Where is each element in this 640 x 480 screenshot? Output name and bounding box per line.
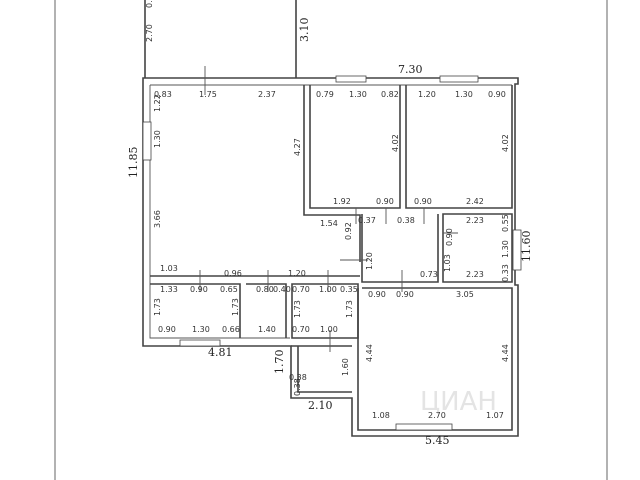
dim-left: 11.85 (127, 147, 140, 179)
dim-stair-h: 2.10 (308, 399, 333, 412)
dim-row3-top-0: 0.70 (292, 285, 310, 294)
dim-bottom-left: 4.81 (208, 346, 233, 359)
dim-hall-top-0: 0.37 (358, 216, 376, 225)
dim-bed1-top-2: 0.82 (381, 90, 399, 99)
window-living (142, 121, 152, 161)
window-row1 (179, 339, 221, 347)
dim-living-step-v: 0.92 (344, 222, 353, 240)
dim-bath-top: 2.23 (466, 216, 484, 225)
window-bed1 (335, 75, 367, 83)
dim-bed1-bottom-0: 1.92 (333, 197, 351, 206)
window-bed2 (439, 75, 479, 83)
dim-bed2-bottom-1: 2.42 (466, 197, 484, 206)
dim-bath-right: 0.55 (501, 214, 510, 232)
dim-row3-bottom-1: 1.00 (320, 325, 338, 334)
dim-bed1-bottom-1: 0.90 (376, 197, 394, 206)
dim-right: 11.60 (520, 231, 533, 263)
dim-big-top-1: 0.90 (396, 290, 414, 299)
dim-upper-v: 2.70 (145, 24, 154, 42)
dim-upper-small: 0.38 (145, 0, 154, 8)
dim-upper: 3.10 (298, 18, 311, 43)
dim-living-bottom: 1.03 (160, 264, 178, 273)
dim-big-bottom-0: 1.08 (372, 411, 390, 420)
interior-walls (150, 85, 513, 431)
dim-bed2-top-0: 1.20 (418, 90, 436, 99)
dim-row3-side-right: 1.73 (345, 300, 354, 318)
dim-living-left-mid: 1.30 (153, 130, 162, 148)
dim-big-side-left: 4.44 (365, 344, 374, 362)
dim-row1-top-1: 0.90 (190, 285, 208, 294)
dim-row2-top-0: 0.80 (256, 285, 274, 294)
dim-big-top-0: 0.90 (368, 290, 386, 299)
dim-living-top-1: 1.75 (199, 90, 217, 99)
dim-bed1-side: 4.02 (391, 134, 400, 152)
dim-row1-side-left: 1.73 (153, 298, 162, 316)
watermark: ЦИАН (420, 387, 497, 417)
window-bath (512, 229, 522, 271)
dim-row1-side-right: 1.73 (231, 298, 240, 316)
dim-row1-bottom-1: 1.30 (192, 325, 210, 334)
dim-big-side-right: 4.44 (501, 344, 510, 362)
dim-mid-row-1: 1.20 (288, 269, 306, 278)
dim-big-bottom-2: 1.07 (486, 411, 504, 420)
dim-row3-top-1: 1.00 (319, 285, 337, 294)
dim-stair-small-2: 0.38 (293, 378, 302, 396)
dim-stair-v: 1.60 (341, 358, 350, 376)
dim-row2-bottom: 1.40 (258, 325, 276, 334)
dim-big-bottom-1: 2.70 (428, 411, 446, 420)
dim-bed1-top-0: 0.79 (316, 90, 334, 99)
dim-living-left-low: 3.66 (153, 210, 162, 228)
dim-row1-bottom-0: 0.90 (158, 325, 176, 334)
dim-mid-row-0: 0.96 (224, 269, 242, 278)
dim-living-top-0: 0.83 (154, 90, 172, 99)
dim-bath-small: 0.33 (501, 264, 510, 282)
window-big (395, 423, 453, 431)
dim-row1-top-0: 1.33 (160, 285, 178, 294)
outer-walls (142, 77, 519, 437)
dim-living-step-h: 1.54 (320, 219, 338, 228)
dim-bed2-top-2: 0.90 (488, 90, 506, 99)
dim-bed1-top-1: 1.30 (349, 90, 367, 99)
dim-row3-bottom-0: 0.70 (292, 325, 310, 334)
dim-row1-top-2: 0.65 (220, 285, 238, 294)
dim-big-top-2: 3.05 (456, 290, 474, 299)
dim-stair-small-1: 0.38 (289, 373, 307, 382)
windows (142, 75, 522, 431)
upper-extension (144, 0, 297, 78)
dim-stair-v: 1.70 (273, 350, 286, 375)
dim-living-right: 4.27 (293, 138, 302, 156)
door-marks (199, 66, 458, 352)
dim-living-left-top: 1.22 (153, 94, 162, 112)
dim-row3-side-left: 1.73 (293, 300, 302, 318)
dim-hall-v1: 0.90 (445, 228, 454, 246)
dim-bath-mid: 1.30 (501, 240, 510, 258)
dim-hall-v2: 1.20 (365, 252, 374, 270)
dim-hall-top-1: 0.38 (397, 216, 415, 225)
dim-bed2-top-1: 1.30 (455, 90, 473, 99)
dim-bed2-bottom-0: 0.90 (414, 197, 432, 206)
dim-living-top-2: 2.37 (258, 90, 276, 99)
dim-hall-b1: 0.73 (420, 270, 438, 279)
sheet-border (54, 0, 608, 480)
dim-top: 7.30 (398, 63, 423, 76)
dim-row1-bottom-2: 0.66 (222, 325, 240, 334)
dim-row3-top-2: 0.35 (340, 285, 358, 294)
dim-hall-v3: 1.03 (443, 254, 452, 272)
dim-row2-top-1: 0.40 (273, 285, 291, 294)
dim-bath-bottom: 2.23 (466, 270, 484, 279)
dim-bottom-right: 5.45 (425, 434, 450, 447)
dim-bed2-side: 4.02 (501, 134, 510, 152)
